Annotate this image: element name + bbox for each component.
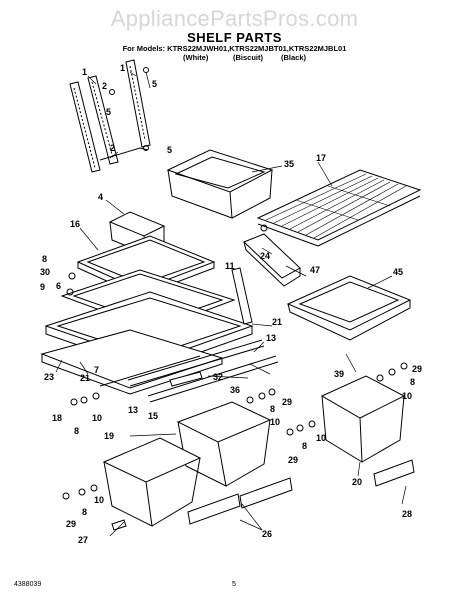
doc-number: 4388039 xyxy=(14,581,42,588)
callout: 32 xyxy=(213,372,224,382)
callout: 29 xyxy=(282,397,293,407)
callout: 23 xyxy=(44,372,55,382)
callout: 8 xyxy=(74,426,80,436)
drawer-front-26b xyxy=(240,478,292,508)
callout: 8 xyxy=(42,254,48,264)
callout: 6 xyxy=(56,281,62,291)
callout: 26 xyxy=(262,529,273,539)
callout: 10 xyxy=(94,495,105,505)
callout: 21 xyxy=(80,373,91,383)
callout: 30 xyxy=(40,267,51,277)
callout: 29 xyxy=(412,364,423,374)
color-white: (White) xyxy=(183,53,209,62)
callout: 2 xyxy=(102,81,108,91)
callout: 19 xyxy=(104,431,115,441)
callout: 15 xyxy=(148,411,159,421)
callout: 10 xyxy=(402,391,413,401)
callout: 39 xyxy=(334,369,345,379)
glass-shelf-45 xyxy=(288,276,410,340)
screws xyxy=(63,225,407,499)
callout: 28 xyxy=(402,509,413,519)
callout: 16 xyxy=(70,219,81,229)
callout: 5 xyxy=(106,107,112,117)
callout: 20 xyxy=(352,477,363,487)
callout: 8 xyxy=(270,404,276,414)
callout: 1 xyxy=(82,67,88,77)
callout: 36 xyxy=(230,385,241,395)
drawer-front-28 xyxy=(374,460,414,486)
clip-27 xyxy=(112,520,126,530)
crisper-drawer-19-upper xyxy=(178,402,270,486)
crisper-cover-47 xyxy=(244,234,300,286)
callout: 29 xyxy=(66,519,77,529)
callout: 10 xyxy=(270,417,281,427)
models-line: For Models: KTRS22MJWH01,KTRS22MJBT01,KT… xyxy=(122,44,347,53)
callout: 8 xyxy=(410,377,416,387)
callout: 5 xyxy=(167,145,173,155)
color-biscuit: (Biscuit) xyxy=(233,53,263,62)
crisper-drawer-20 xyxy=(322,376,404,462)
watermark: AppliancePartsPros.com xyxy=(110,6,359,31)
ladder-rails xyxy=(70,60,150,172)
crisper-drawer-19-lower xyxy=(104,438,200,526)
page-number: 5 xyxy=(232,581,236,588)
callout: 11 xyxy=(225,261,235,271)
callout: 47 xyxy=(310,265,321,275)
shelf-support-11 xyxy=(232,268,252,324)
wire-shelf-17 xyxy=(258,170,420,246)
callout: 5 xyxy=(152,79,158,89)
page-title: SHELF PARTS xyxy=(187,30,282,45)
callout: 21 xyxy=(272,317,283,327)
callout: 2 xyxy=(110,143,116,153)
callout: 10 xyxy=(316,433,327,443)
callout: 29 xyxy=(288,455,299,465)
deli-drawer-35 xyxy=(168,150,272,218)
callout: 4 xyxy=(98,192,104,202)
callout: 45 xyxy=(393,267,404,277)
bottom-shelf-23 xyxy=(42,330,222,394)
color-black: (Black) xyxy=(281,53,307,62)
callout: 17 xyxy=(316,153,327,163)
callout: 9 xyxy=(40,282,46,292)
callout: 10 xyxy=(92,413,103,423)
callout: 8 xyxy=(302,441,308,451)
callout: 27 xyxy=(78,535,89,545)
callout: 24 xyxy=(260,251,271,261)
callout: 7 xyxy=(94,365,100,375)
callout: 8 xyxy=(82,507,88,517)
callout: 13 xyxy=(266,333,277,343)
callout: 35 xyxy=(284,159,295,169)
callout: 18 xyxy=(52,413,63,423)
leader-lines xyxy=(56,72,406,536)
callout: 13 xyxy=(128,405,139,415)
drawer-front-26a xyxy=(188,494,240,524)
callout: 1 xyxy=(120,63,126,73)
